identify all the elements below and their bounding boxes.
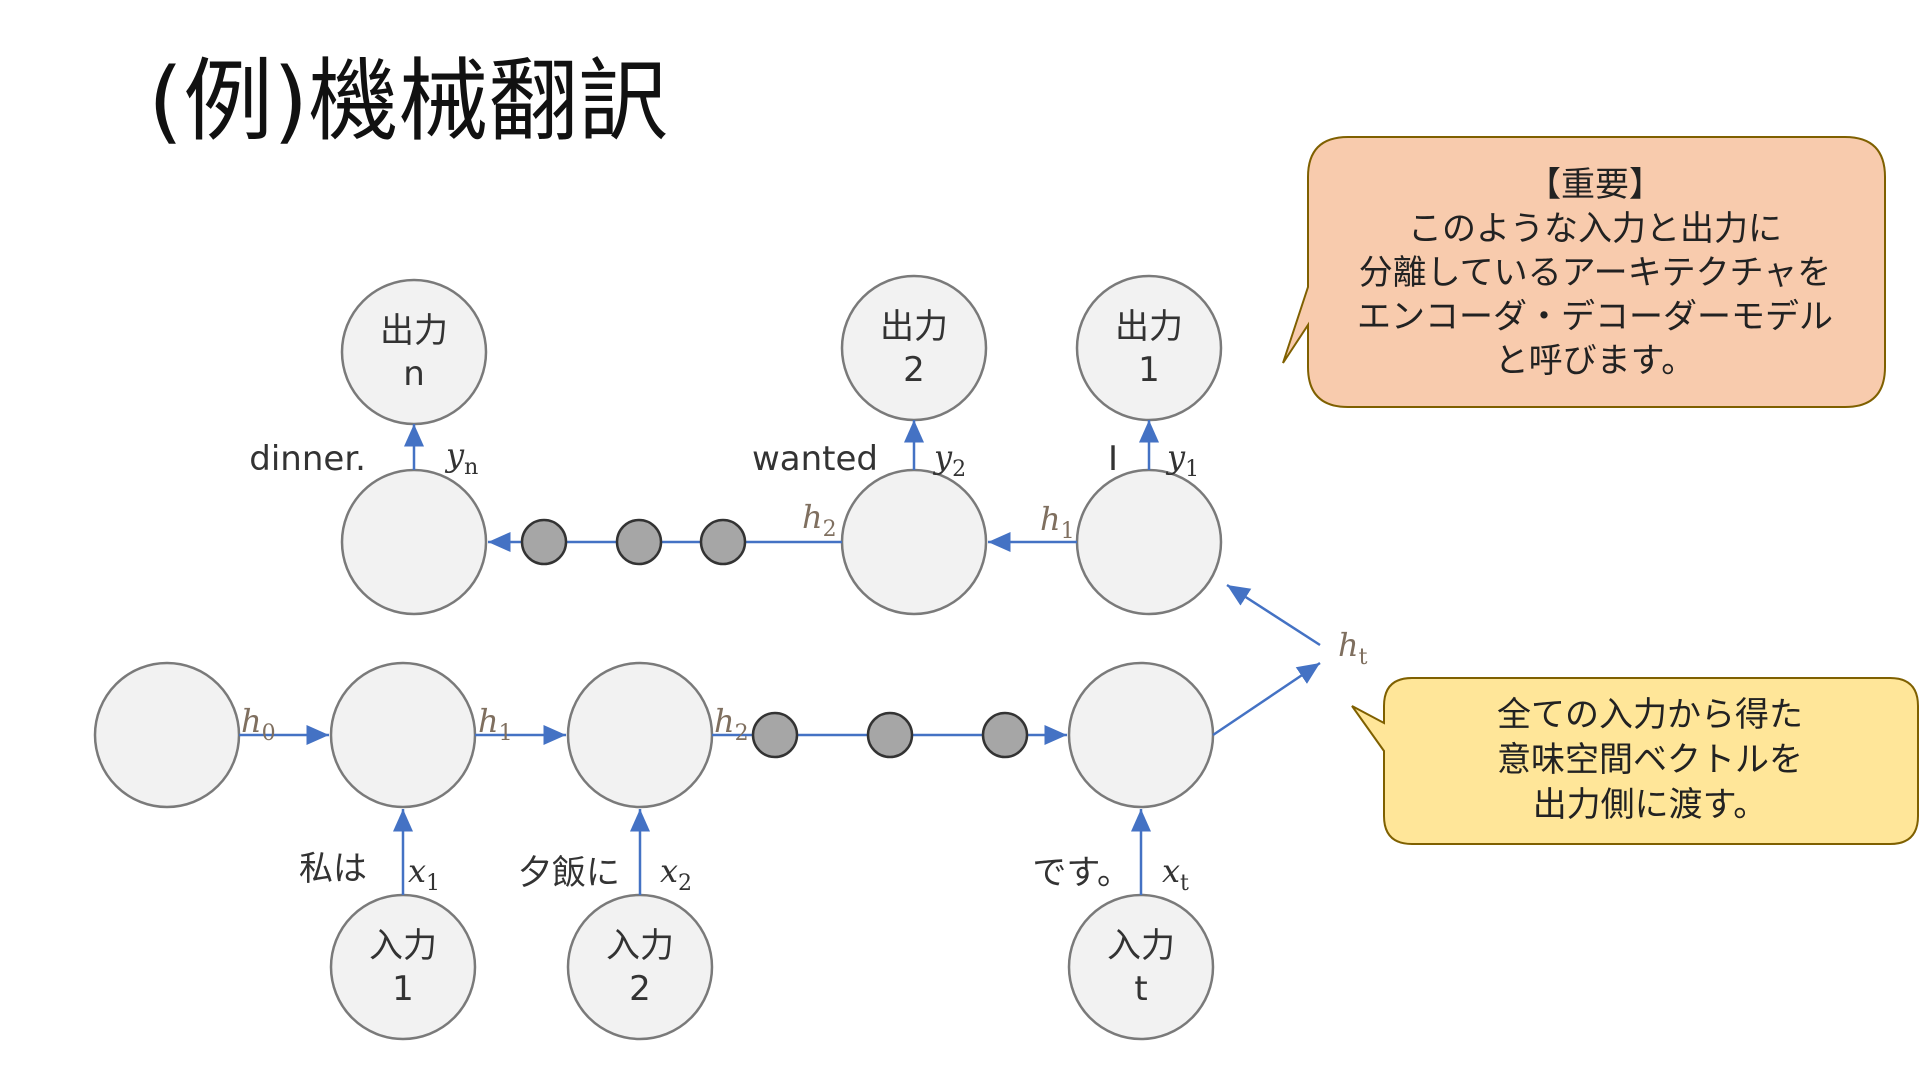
callout-important: 【重要】 このような入力と出力に 分離しているアーキテクチャを エンコーダ・デコ… <box>1282 136 1886 408</box>
x-label-1: x1 <box>408 852 440 896</box>
encoder-initial-node <box>93 661 241 809</box>
input-word-desu: です。 <box>1032 853 1131 893</box>
decoder-hidden-node-n <box>340 468 488 616</box>
node-index: 2 <box>629 969 651 1009</box>
decoder-output-node-2: 出力 2 <box>840 274 988 422</box>
encoder-input-node-t: 入力 t <box>1067 893 1215 1041</box>
ellipsis-dot <box>699 518 747 566</box>
decoder-output-node-1: 出力 1 <box>1075 274 1223 422</box>
input-word-watashiwa: 私は <box>299 849 367 889</box>
callout-line: と呼びます。 <box>1495 341 1696 381</box>
context-arrow-to-ht <box>1212 661 1321 737</box>
output-word-i: I <box>1108 439 1118 479</box>
callout-line: エンコーダ・デコーダーモデル <box>1357 297 1833 337</box>
ht-label: ht <box>1338 626 1368 670</box>
encoder-input-node-1: 入力 1 <box>329 893 477 1041</box>
output-word-wanted: wanted <box>752 439 878 479</box>
decoder-h-label-2: h2 <box>802 498 837 542</box>
ellipsis-dot <box>981 711 1029 759</box>
ellipsis-dot <box>866 711 914 759</box>
node-index: 1 <box>1138 350 1160 390</box>
callout-meaning-vector: 全ての入力から得た 意味空間ベクトルを 出力側に渡す。 <box>1351 677 1919 845</box>
callout-line: 出力側に渡す。 <box>1533 785 1768 825</box>
callout-line: 分離しているアーキテクチャを <box>1359 253 1832 293</box>
decoder-output-node-n: 出力 n <box>340 278 488 426</box>
encoder-input-node-2: 入力 2 <box>566 893 714 1041</box>
slide-title: (例)機械翻訳 <box>148 49 668 154</box>
callout-heading: 【重要】 <box>1527 165 1663 205</box>
context-arrow-to-decoder <box>1226 583 1321 647</box>
x-label-2: x2 <box>660 852 692 896</box>
node-index: t <box>1134 969 1147 1009</box>
node-label: 出力 <box>1115 307 1183 347</box>
encoder-h-label-2: h2 <box>714 702 749 746</box>
node-label: 入力 <box>369 926 437 966</box>
ellipsis-dot <box>520 518 568 566</box>
node-index: 2 <box>903 350 925 390</box>
callout-line: 全ての入力から得た <box>1497 695 1803 735</box>
x-label-t: xt <box>1162 852 1189 896</box>
node-label: 入力 <box>606 926 674 966</box>
callout-line: 意味空間ベクトルを <box>1497 740 1803 780</box>
y-label-n: yn <box>444 436 478 480</box>
callout-line: このような入力と出力に <box>1408 209 1782 249</box>
node-label: 出力 <box>380 311 448 351</box>
encoder-hidden-node-2 <box>566 661 714 809</box>
node-index: n <box>403 354 425 394</box>
y-label-2: y2 <box>932 438 966 482</box>
ellipsis-dot <box>615 518 663 566</box>
node-index: 1 <box>392 969 414 1009</box>
encoder-hidden-node-t <box>1067 661 1215 809</box>
decoder-hidden-node-2 <box>840 468 988 616</box>
output-word-dinner: dinner. <box>249 439 366 479</box>
encoder-h-label-1: h1 <box>478 702 513 746</box>
ellipsis-dot <box>751 711 799 759</box>
encoder-hidden-node-1 <box>329 661 477 809</box>
y-label-1: y1 <box>1165 438 1199 482</box>
encoder-h-label-0: h0 <box>241 702 276 746</box>
decoder-h-label-1: h1 <box>1040 500 1075 544</box>
decoder-hidden-node-1 <box>1075 468 1223 616</box>
node-label: 出力 <box>880 307 948 347</box>
node-label: 入力 <box>1107 926 1175 966</box>
input-word-yuuhanni: 夕飯に <box>518 853 620 893</box>
